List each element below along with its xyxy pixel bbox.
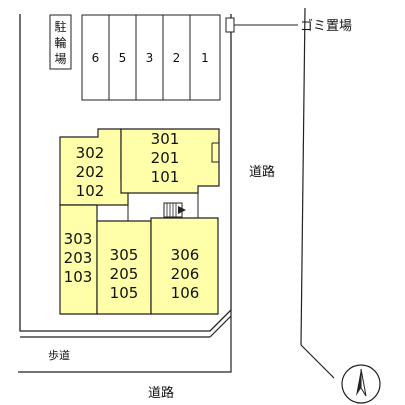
unit-302-middle: 202 (76, 163, 105, 181)
unit-306-upper: 306 (171, 246, 200, 264)
parking-space-label: 5 (119, 51, 127, 65)
bicycle-parking-char-1: 駐 (54, 19, 66, 34)
sidewalk-edges (18, 310, 232, 373)
building-details (97, 129, 219, 222)
road-label-right: 道路 (249, 164, 275, 180)
unit-302-lower: 102 (76, 182, 105, 200)
unit-305-upper: 305 (110, 246, 139, 264)
unit-301-middle: 201 (151, 149, 180, 167)
unit-303-lower: 103 (64, 268, 93, 286)
unit-305-lower: 105 (110, 284, 139, 302)
parking-spaces (81, 14, 221, 101)
north-arrow-icon (341, 364, 381, 404)
unit-302-upper: 302 (76, 144, 105, 162)
bicycle-parking-char-2: 輪 (54, 35, 66, 50)
parking-space-label: 6 (92, 51, 100, 65)
parking-space-label: 3 (146, 51, 154, 65)
site-boundary (19, 14, 232, 332)
unit-306-middle: 206 (171, 265, 200, 283)
unit-301-lower: 101 (151, 168, 180, 186)
stairs-icon (163, 202, 186, 218)
parking-space-label: 2 (173, 51, 181, 65)
unit-306-block (150, 217, 219, 315)
bicycle-parking-char-3: 場 (54, 52, 66, 66)
sidewalk-label: 歩道 (48, 348, 70, 362)
bicycle-parking: 駐 輪 場 (49, 14, 72, 70)
garbage-area-label: ゴミ置場 (300, 18, 352, 34)
unit-306-lower: 106 (171, 284, 200, 302)
unit-305-middle: 205 (110, 265, 139, 283)
parking-space-label: 1 (201, 51, 209, 65)
unit-301-upper: 301 (151, 130, 180, 148)
building (59, 128, 220, 315)
unit-303-upper: 303 (64, 230, 93, 248)
road-right-edges (300, 7, 335, 379)
unit-301-block (120, 128, 220, 194)
garbage-area (225, 17, 298, 33)
unit-303-middle: 203 (64, 249, 93, 267)
road-label-bottom: 道路 (148, 385, 174, 401)
